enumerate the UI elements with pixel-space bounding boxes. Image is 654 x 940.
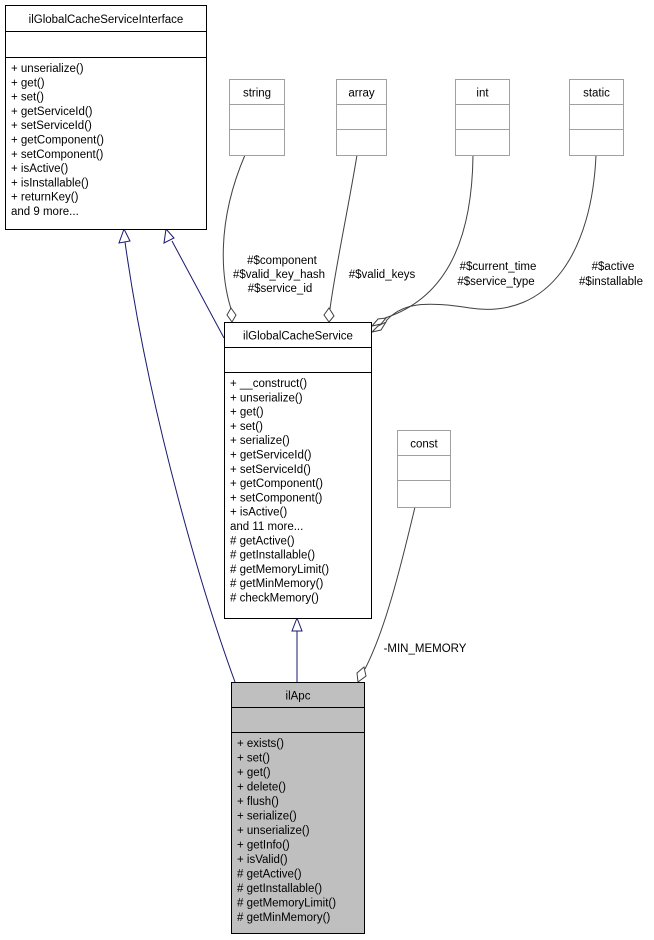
class-box-frame [229, 79, 285, 156]
class-name: static [583, 88, 610, 100]
edge-label-min-memory: -MIN_MEMORY [384, 643, 467, 655]
method-item: and 9 more... [11, 206, 79, 218]
aggregation-diamond [370, 317, 388, 327]
aggregation-diamond [370, 320, 388, 333]
method-item: + get() [237, 767, 271, 779]
class-box-int[interactable]: int [455, 79, 510, 156]
method-item: + getComponent() [230, 478, 323, 490]
class-box-iface[interactable]: ilGlobalCacheServiceInterface + unseriali… [5, 5, 207, 230]
method-item: + isInstallable() [11, 177, 89, 189]
inherit-edge-apc-to-interface [124, 241, 236, 683]
class-name: ilGlobalCacheService [243, 331, 353, 343]
method-item: # getMinMemory() [230, 578, 323, 590]
method-item: + getInfo() [237, 840, 290, 852]
method-item: # getActive() [237, 869, 302, 881]
edge-label-component: #$component [247, 255, 317, 267]
class-box-apc[interactable]: ilApc + exists() + set() + get() + delete() +… [231, 682, 365, 934]
method-item: + setServiceId() [230, 464, 311, 476]
method-item: + unserialize() [237, 825, 310, 837]
method-item: + returnKey() [11, 192, 79, 204]
class-name: string [243, 88, 271, 100]
method-item: # getInstallable() [230, 550, 315, 562]
class-box-frame [5, 5, 207, 230]
assoc-edge-int [384, 154, 474, 319]
method-item: and 11 more... [230, 521, 303, 533]
inherit-arrow-service [291, 616, 303, 632]
method-item: # getMemoryLimit() [237, 898, 336, 910]
method-item: # getActive() [230, 535, 295, 547]
method-item: + unserialize() [11, 63, 84, 75]
method-item: + exists() [237, 738, 284, 750]
method-item: + setComponent() [230, 492, 323, 504]
class-box-frame [336, 79, 387, 156]
method-item: + get() [230, 407, 264, 419]
edge-label-service-id: #$service_id [248, 283, 313, 295]
method-item: + serialize() [237, 811, 297, 823]
method-item: + unserialize() [230, 392, 303, 404]
assoc-edge-string [222, 154, 246, 310]
class-box-array[interactable]: array [336, 79, 387, 156]
class-box-string[interactable]: string [229, 79, 285, 156]
aggregation-diamond [226, 307, 237, 323]
method-item: + delete() [237, 782, 286, 794]
edges [118, 154, 597, 683]
class-box-frame [231, 682, 365, 934]
edge-labels: #$component #$valid_key_hash #$service_i… [233, 255, 643, 655]
method-item: + get() [11, 77, 45, 89]
class-name: ilGlobalCacheServiceInterface [29, 14, 184, 26]
class-box-static[interactable]: static [569, 79, 624, 156]
edge-label-current-time: #$current_time [460, 261, 537, 273]
edge-label-service-type: #$service_type [457, 276, 534, 288]
method-item: # getMinMemory() [237, 912, 330, 924]
class-boxes: ilGlobalCacheServiceInterface + unseriali… [5, 5, 624, 934]
method-item: + setServiceId() [11, 120, 92, 132]
assoc-edge-array [329, 154, 358, 310]
method-item: + setComponent() [11, 149, 104, 161]
inherit-arrow-interface [118, 227, 131, 244]
assoc-edge-const [364, 506, 416, 670]
class-box-const[interactable]: const [397, 430, 451, 508]
method-item: + getServiceId() [11, 106, 93, 118]
class-box-frame [397, 430, 451, 508]
method-item: + __construct() [230, 378, 307, 390]
inherit-edge-service-to-interface [171, 240, 225, 339]
class-box-service[interactable]: ilGlobalCacheService + __construct() + uns… [224, 322, 372, 619]
aggregation-diamond [323, 307, 335, 323]
class-name: ilApc [286, 691, 311, 703]
edge-label-valid-keys: #$valid_keys [349, 269, 416, 281]
method-item: + flush() [237, 796, 279, 808]
method-item: + serialize() [230, 435, 290, 447]
method-item: + set() [11, 92, 44, 104]
method-item: + getComponent() [11, 135, 104, 147]
class-name: array [348, 88, 374, 100]
method-item: + isActive() [11, 163, 68, 175]
class-box-frame [455, 79, 510, 156]
method-item: + isActive() [230, 507, 287, 519]
edge-label-active: #$active [592, 261, 635, 273]
method-item: # getInstallable() [237, 883, 322, 895]
class-box-frame [224, 322, 372, 619]
inherit-arrow-interface-2 [163, 227, 175, 244]
class-name: int [476, 88, 489, 100]
method-item: + set() [230, 421, 263, 433]
edge-label-valid-key-hash: #$valid_key_hash [233, 269, 325, 281]
class-name: const [410, 439, 438, 451]
edge-label-installable: #$installable [579, 276, 643, 288]
method-item: + getServiceId() [230, 450, 312, 462]
method-item: + set() [237, 753, 270, 765]
method-item: # checkMemory() [230, 593, 319, 605]
class-box-frame [569, 79, 624, 156]
method-item: + isValid() [237, 854, 288, 866]
aggregation-diamond [356, 666, 367, 683]
method-item: # getMemoryLimit() [230, 564, 329, 576]
assoc-edge-static [385, 154, 597, 322]
